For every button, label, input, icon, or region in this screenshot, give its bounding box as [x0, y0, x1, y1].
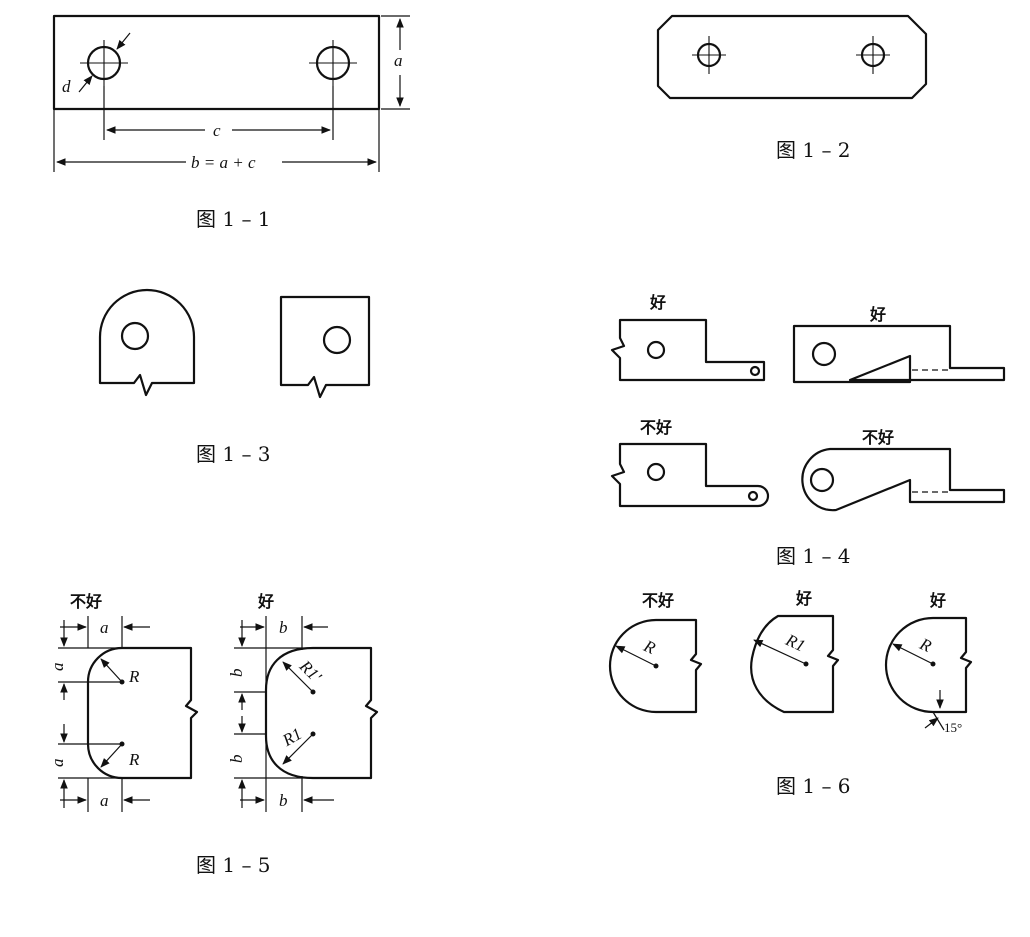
figure-1-2: 图 1 – 2 — [656, 14, 928, 162]
dim-a-top: a — [100, 618, 109, 637]
dim-b-top: b — [279, 618, 288, 637]
label-bad-left: 不好 — [640, 418, 672, 437]
figure-1-5: 不好 好 R R a a a a — [48, 592, 379, 877]
dim-b-left-top: b — [227, 669, 246, 678]
angle-15: 15° — [944, 720, 962, 735]
label-good-right: 好 — [929, 591, 946, 610]
caption-1-1: 图 1 – 1 — [196, 207, 271, 231]
chamfered-plate — [656, 14, 928, 100]
caption-1-6: 图 1 – 6 — [776, 774, 851, 798]
plate-outline — [52, 14, 381, 111]
dim-a-left-top: a — [48, 663, 67, 672]
dim-b-label: b = a + c — [191, 153, 256, 172]
figure-1-6: 不好 好 好 R R1 R 15° 图 1 – 6 — [608, 589, 973, 798]
good-right-part — [884, 616, 973, 714]
caption-1-4: 图 1 – 4 — [776, 544, 851, 568]
label-good: 好 — [257, 592, 274, 611]
radius-r-top: R — [128, 667, 140, 686]
dim-c-label: c — [213, 121, 221, 140]
square-part — [279, 295, 371, 399]
good-part-outline — [264, 646, 379, 780]
radius-r1p: R1' — [295, 656, 325, 686]
radius-r-bad: R — [640, 636, 659, 658]
figure-1-4: 好 好 不好 不好 图 1 – 4 — [610, 293, 1006, 568]
caption-1-3: 图 1 – 3 — [196, 442, 271, 466]
bad-left-part — [610, 442, 770, 508]
label-good-left: 好 — [649, 293, 666, 312]
dim-a-left-bottom: a — [48, 759, 67, 768]
bad-right-part — [801, 447, 1006, 512]
bad-part-outline — [86, 646, 199, 780]
good-mid-part — [750, 614, 840, 714]
bad-semicircle-part — [608, 618, 703, 714]
figure-1-3: 图 1 – 3 — [98, 288, 371, 466]
dim-a-bottom: a — [100, 791, 109, 810]
dim-b-left-bottom: b — [227, 755, 246, 764]
figure-1-1: d a c b = a + c 图 1 – 1 — [52, 14, 410, 231]
dim-d-label: d — [62, 77, 71, 96]
label-good-mid: 好 — [795, 589, 812, 608]
radius-r-bottom: R — [128, 750, 140, 769]
good-left-part — [610, 318, 766, 382]
label-good-right: 好 — [869, 305, 886, 324]
caption-1-5: 图 1 – 5 — [196, 853, 271, 877]
radius-r-good: R — [916, 634, 935, 656]
label-bad: 不好 — [70, 592, 102, 611]
good-right-part — [792, 324, 1006, 384]
caption-1-2: 图 1 – 2 — [776, 138, 851, 162]
dim-b-bottom: b — [279, 791, 288, 810]
label-bad: 不好 — [642, 591, 674, 610]
rounded-part — [98, 288, 196, 397]
radius-r1-mid: R1 — [782, 630, 808, 656]
dim-a-label: a — [394, 51, 403, 70]
label-bad-right: 不好 — [862, 428, 894, 447]
